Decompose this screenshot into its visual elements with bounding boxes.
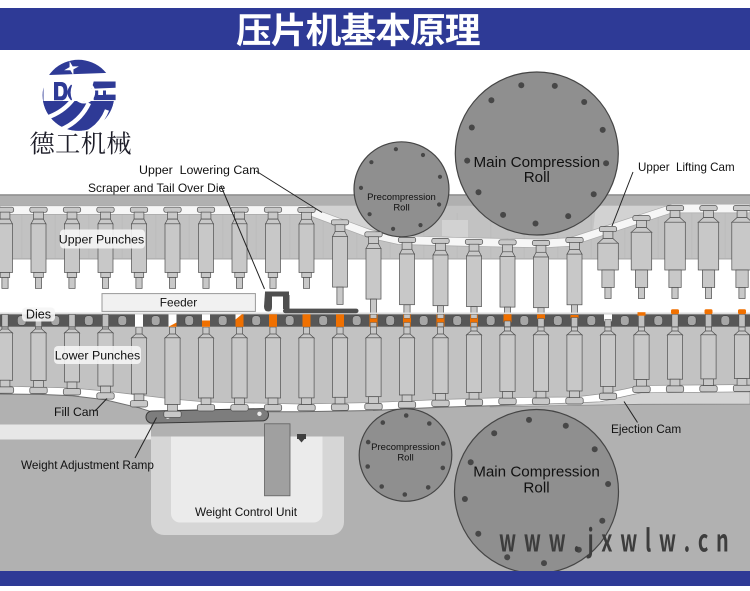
svg-text:Precompression: Precompression [371,442,440,453]
svg-text:Upper Punches: Upper Punches [59,232,144,246]
svg-text:Main Compression: Main Compression [473,154,600,171]
svg-text:Dies: Dies [26,307,51,321]
svg-text:Roll: Roll [523,480,549,497]
svg-text:Scraper and Tail Over Die: Scraper and Tail Over Die [88,181,226,195]
svg-text:Precompression: Precompression [367,192,436,203]
svg-text:Main Compression: Main Compression [473,464,600,481]
svg-text:Roll: Roll [393,203,409,214]
svg-text:Upper Lifting Cam: Upper Lifting Cam [638,161,735,174]
svg-text:Weight Adjustment Ramp: Weight Adjustment Ramp [21,458,154,472]
svg-text:Lower Punches: Lower Punches [55,348,140,362]
svg-text:Weight Control Unit: Weight Control Unit [195,505,298,519]
svg-text:Upper Lowering Cam: Upper Lowering Cam [139,163,260,177]
svg-text:Roll: Roll [397,453,413,464]
svg-text:Ejection Cam: Ejection Cam [611,422,681,436]
svg-text:Feeder: Feeder [160,295,197,309]
svg-text:Roll: Roll [524,169,550,186]
svg-text:Fill Cam: Fill Cam [54,405,99,419]
